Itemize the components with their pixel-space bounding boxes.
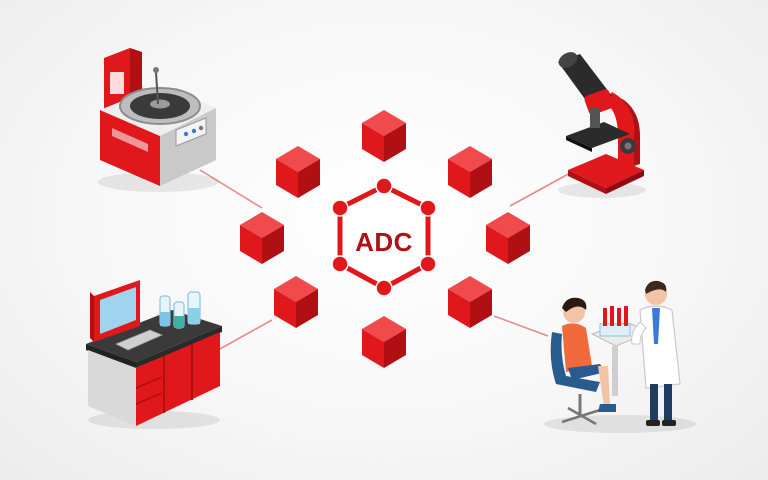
payload-cube (486, 212, 530, 264)
connector-bottom-right (493, 315, 549, 337)
payload-cube (362, 110, 406, 162)
connector-top-left (199, 169, 263, 209)
payload-cube (362, 316, 406, 368)
hex-node (419, 199, 437, 217)
payload-cube (448, 146, 492, 198)
hex-node (375, 177, 393, 195)
hex-node (419, 255, 437, 273)
centrifuge-icon (98, 48, 218, 192)
lab-workstation-icon (86, 280, 222, 429)
payload-cube (274, 276, 318, 328)
hex-node (331, 199, 349, 217)
payload-cube (240, 212, 284, 264)
hub-label: ADC (355, 227, 413, 257)
hex-node (375, 279, 393, 297)
connector-bottom-left (217, 319, 273, 351)
hex-node (331, 255, 349, 273)
connector-lines (199, 169, 573, 351)
payload-cube (448, 276, 492, 328)
connector-top-right (509, 171, 573, 207)
doctor-patient-icon (544, 280, 696, 433)
adc-hexagon (331, 177, 437, 297)
payload-cube (276, 146, 320, 198)
microscope-icon (558, 52, 646, 198)
